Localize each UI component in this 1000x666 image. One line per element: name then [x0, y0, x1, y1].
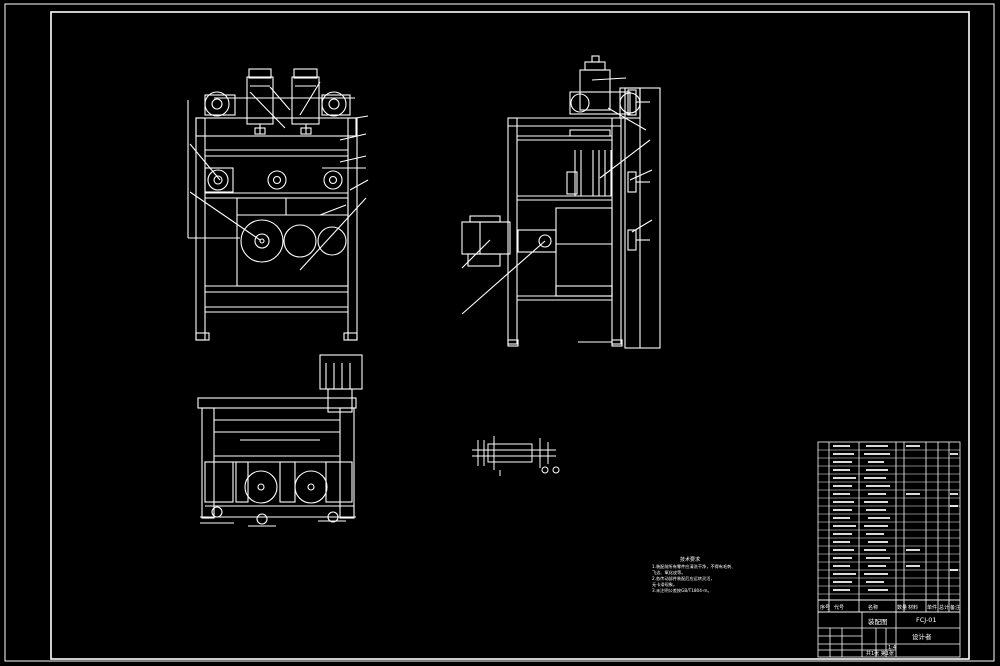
parts-list-header: 序号 代号 名称 数量 材料 单件 总计 备注	[820, 604, 960, 611]
bom-col-qty: 数量	[897, 604, 907, 611]
shaft-detail	[472, 436, 560, 476]
front-view	[187, 68, 369, 341]
bom-col-total: 总计	[939, 604, 949, 611]
top-view	[197, 354, 363, 527]
sheet-border	[4, 3, 995, 662]
bom-col-no: 序号	[820, 604, 830, 611]
technical-notes: 技术要求 1.装配前所有零件应清洗干净，不得有毛刺、 飞边、氧化皮等。 2.各传…	[652, 556, 736, 594]
notes-title: 技术要求	[680, 556, 700, 563]
bom-col-code: 代号	[834, 604, 844, 611]
designer-label: 设计者	[912, 632, 932, 641]
note-line-5: 3.未注明公差按GB/T1804-m。	[652, 587, 712, 594]
drawing-name: 装配图	[868, 617, 888, 626]
parts-list-entries	[833, 445, 958, 591]
note-line-4: 无卡滞现象。	[652, 581, 677, 588]
note-line-3: 2.各传动部件装配后应运转灵活，	[652, 575, 715, 582]
side-view	[461, 55, 661, 349]
title-block	[817, 611, 961, 658]
scale-value: 1:4	[888, 645, 896, 651]
note-line-1: 1.装配前所有零件应清洗干净，不得有毛刺、	[652, 563, 736, 570]
bom-col-name: 名称	[868, 604, 878, 611]
bom-col-unit: 单件	[927, 604, 937, 611]
bom-col-remark: 备注	[950, 604, 960, 611]
note-line-2: 飞边、氧化皮等。	[652, 569, 686, 576]
bom-col-material: 材料	[908, 604, 918, 611]
sheet-count: 共1张 第1张	[866, 650, 894, 657]
drawing-number: FCJ-01	[916, 616, 937, 624]
title-block-text: 装配图 FCJ-01 设计者 1:4 共1张 第1张	[866, 616, 937, 657]
